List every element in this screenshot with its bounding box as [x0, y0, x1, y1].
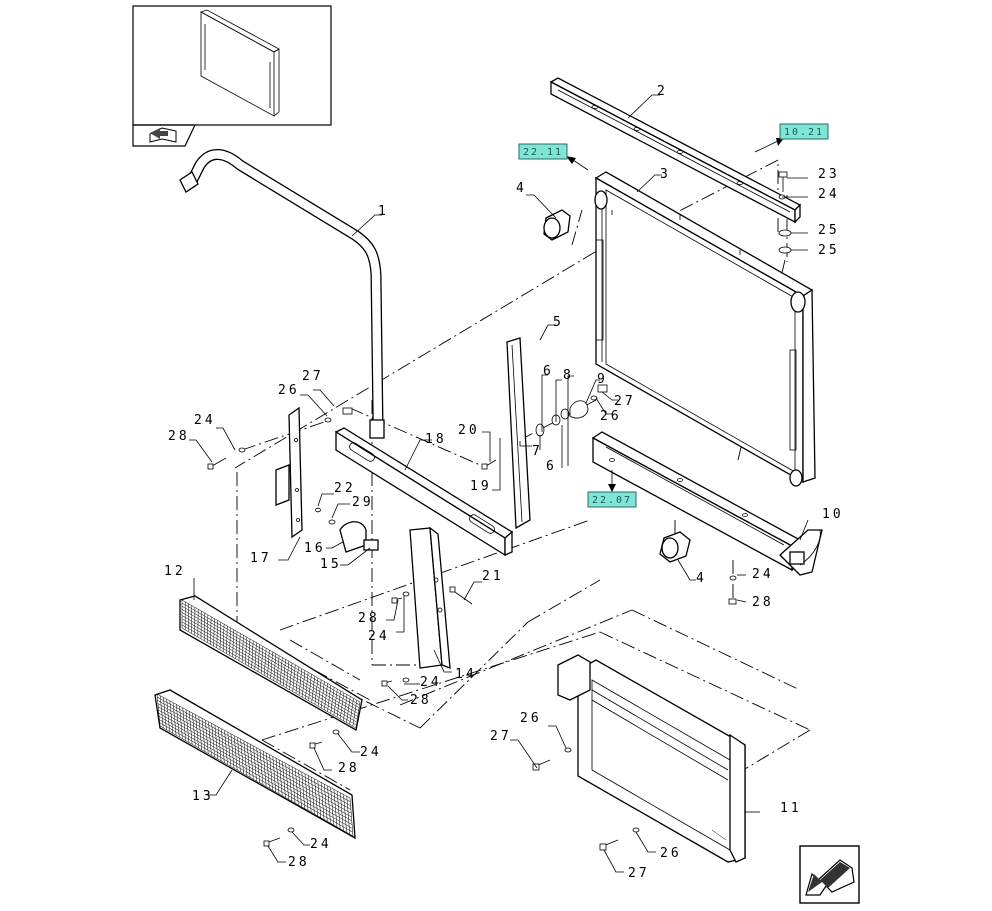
callout-6: 6	[546, 459, 557, 474]
callout-28: 28	[168, 429, 190, 444]
callout-28: 28	[358, 611, 380, 626]
thumbnail-inset[interactable]	[132, 5, 332, 147]
callout-27: 27	[628, 866, 650, 881]
callout-28: 28	[338, 761, 360, 776]
callout-12: 12	[164, 564, 186, 579]
part-clamp[interactable]	[339, 521, 379, 553]
callout-27: 27	[490, 729, 512, 744]
part-tube[interactable]	[179, 149, 385, 439]
callout-27: 27	[302, 369, 324, 384]
part-diagonal-bracket[interactable]	[334, 427, 514, 557]
callout-5: 5	[553, 315, 564, 330]
callout-24: 24	[360, 745, 382, 760]
callout-28: 28	[752, 595, 774, 610]
callout-28: 28	[410, 693, 432, 708]
callout-4: 4	[516, 181, 527, 196]
callout-6: 6	[543, 364, 554, 379]
part-top-rail[interactable]	[549, 77, 802, 224]
callout-7: 7	[532, 444, 543, 459]
callout-1: 1	[378, 204, 389, 219]
reference-arrows	[566, 138, 784, 492]
direction-arrow-icon[interactable]	[799, 845, 860, 904]
callout-24: 24	[310, 837, 332, 852]
callout-28: 28	[288, 855, 310, 870]
reference-label: 10.21	[784, 127, 824, 138]
callout-13: 13	[192, 789, 214, 804]
callout-24: 24	[420, 675, 442, 690]
callout-15: 15	[320, 557, 342, 572]
callout-23: 23	[818, 167, 840, 182]
callout-24: 24	[368, 629, 390, 644]
callout-21: 21	[482, 569, 504, 584]
callout-22: 22	[334, 481, 356, 496]
part-mesh-upper[interactable]	[179, 595, 363, 732]
part-shroud-strip[interactable]	[506, 337, 531, 530]
part-mesh-lower[interactable]	[154, 689, 356, 840]
book-arrow-icon[interactable]	[149, 127, 177, 143]
callout-16: 16	[304, 541, 326, 556]
callout-20: 20	[458, 423, 480, 438]
callout-26: 26	[600, 409, 622, 424]
part-vertical-bracket[interactable]	[409, 526, 451, 669]
callout-24: 24	[194, 413, 216, 428]
reference-box-22-11[interactable]: 22.11	[518, 143, 568, 160]
callout-2: 2	[657, 84, 668, 99]
part-bottom-rail[interactable]	[591, 431, 823, 576]
callout-8: 8	[563, 368, 574, 383]
callout-27: 27	[614, 394, 636, 409]
callout-26: 26	[660, 846, 682, 861]
part-condenser[interactable]	[557, 654, 746, 863]
callout-25: 25	[818, 223, 840, 238]
callout-18: 18	[425, 432, 447, 447]
callout-25: 25	[818, 243, 840, 258]
callout-24: 24	[752, 567, 774, 582]
callout-3: 3	[660, 167, 671, 182]
leader-lines	[189, 94, 809, 873]
reference-label: 22.07	[592, 495, 632, 506]
callout-26: 26	[520, 711, 542, 726]
callout-17: 17	[250, 551, 272, 566]
callout-24: 24	[818, 187, 840, 202]
part-cap-upper[interactable]	[543, 209, 571, 241]
reference-box-10-21[interactable]: 10.21	[779, 123, 829, 140]
part-radiator[interactable]	[594, 171, 816, 487]
callout-4: 4	[696, 571, 707, 586]
reference-box-22-07[interactable]: 22.07	[587, 491, 637, 508]
reference-label: 22.11	[523, 147, 563, 158]
callout-10: 10	[822, 507, 844, 522]
callout-14: 14	[455, 667, 477, 682]
part-left-bracket[interactable]	[275, 406, 303, 539]
callout-labels: 1 2 3 4 4 5 6 6 7 8 9 10 11 12 13 14 15 …	[164, 84, 844, 881]
callout-11: 11	[780, 801, 802, 816]
callout-29: 29	[352, 495, 374, 510]
callout-26: 26	[278, 383, 300, 398]
callout-19: 19	[470, 479, 492, 494]
part-cap-lower[interactable]	[659, 531, 691, 563]
callout-9: 9	[597, 372, 608, 387]
